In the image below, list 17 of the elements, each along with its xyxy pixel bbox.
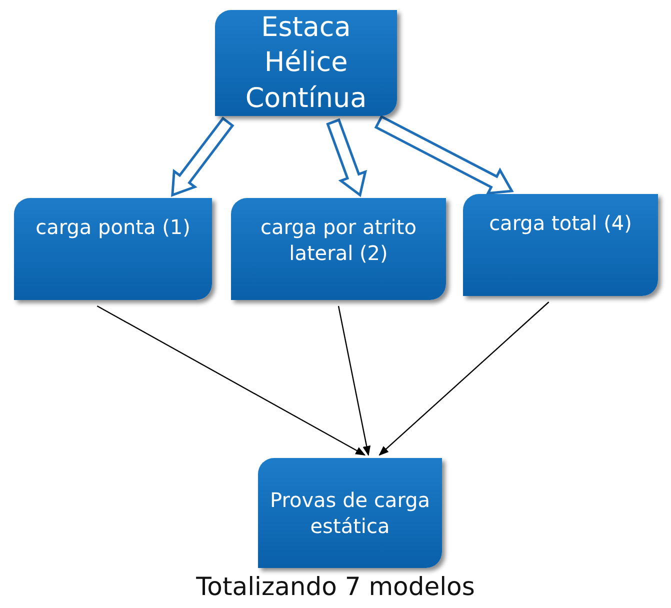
caption: Totalizando 7 modelos [195, 572, 476, 601]
arrow [96, 305, 366, 456]
box-label: carga por atrito lateral (2) [260, 214, 418, 266]
block-arrow [171, 116, 234, 197]
process-box [215, 10, 397, 116]
arrow [378, 302, 550, 456]
process-box [258, 458, 442, 568]
box-label: Estaca Hélice Contínua [244, 11, 368, 116]
box-label: Provas de carga estática [268, 487, 432, 539]
process-box [14, 198, 212, 300]
box-label: carga ponta (1) [36, 214, 190, 240]
block-arrow [326, 118, 368, 198]
process-box [231, 198, 446, 300]
block-arrow [374, 115, 514, 195]
process-box [463, 194, 658, 296]
arrow [338, 306, 371, 456]
box-label: carga total (4) [489, 210, 632, 236]
